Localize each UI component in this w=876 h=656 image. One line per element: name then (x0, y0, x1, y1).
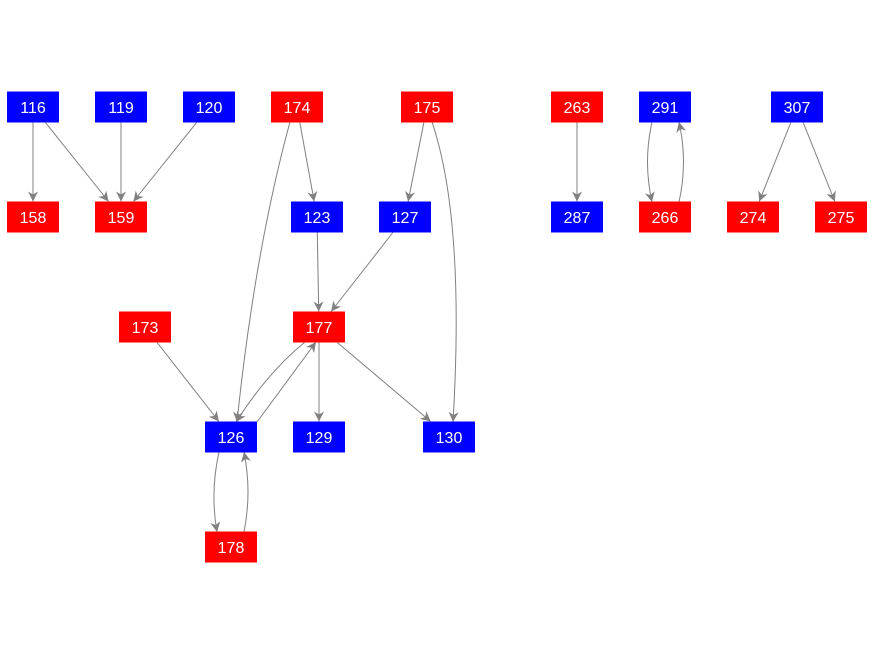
node-label: 174 (284, 100, 311, 117)
node-label: 130 (436, 430, 463, 447)
node-box (639, 91, 691, 123)
edge-175-127 (405, 122, 425, 202)
edge-307-274 (758, 122, 792, 202)
edge-178-126 (241, 451, 251, 533)
node-label: 173 (132, 320, 159, 337)
edge-307-275 (802, 122, 836, 202)
node-label: 159 (108, 210, 135, 227)
edge-175-130 (431, 121, 459, 423)
node-label: 307 (784, 100, 811, 117)
node-box (771, 91, 823, 123)
node-label: 291 (652, 100, 679, 117)
node-label: 119 (108, 100, 134, 117)
node-box (727, 201, 779, 233)
node-box (95, 201, 147, 233)
node-123[interactable]: 123 (291, 201, 343, 233)
node-box (7, 201, 59, 233)
node-label: 126 (218, 430, 245, 447)
node-266[interactable]: 266 (639, 201, 691, 233)
node-label: 266 (652, 210, 679, 227)
node-177[interactable]: 177 (293, 311, 345, 343)
edge-126-177 (256, 341, 317, 423)
node-275[interactable]: 275 (815, 201, 867, 233)
edge-266-291 (676, 121, 687, 203)
node-box (379, 201, 431, 233)
node-label: 123 (304, 210, 331, 227)
node-label: 287 (564, 210, 591, 227)
node-box (183, 91, 235, 123)
node-120[interactable]: 120 (183, 91, 235, 123)
edge-174-126 (233, 121, 291, 423)
node-box (401, 91, 453, 123)
node-label: 116 (20, 100, 46, 117)
node-129[interactable]: 129 (293, 421, 345, 453)
edge-123-177 (313, 232, 324, 312)
node-box (423, 421, 475, 453)
node-label: 275 (828, 210, 855, 227)
node-box (95, 91, 147, 123)
node-178[interactable]: 178 (205, 531, 257, 563)
node-label: 127 (392, 210, 419, 227)
node-119[interactable]: 119 (95, 91, 147, 123)
edge-177-130 (336, 342, 432, 422)
node-box (7, 91, 59, 123)
edge-291-266 (644, 121, 655, 203)
node-label: 129 (306, 430, 333, 447)
node-box (639, 201, 691, 233)
node-box (205, 421, 257, 453)
node-box (205, 531, 257, 563)
node-174[interactable]: 174 (271, 91, 323, 123)
edge-116-159 (45, 122, 109, 202)
edge-120-159 (133, 122, 197, 202)
edge-173-126 (156, 342, 220, 422)
edge-174-123 (299, 122, 318, 202)
edges-layer (28, 121, 836, 533)
node-159[interactable]: 159 (95, 201, 147, 233)
node-box (551, 201, 603, 233)
node-box (271, 91, 323, 123)
edge-127-177 (330, 232, 394, 312)
node-274[interactable]: 274 (727, 201, 779, 233)
node-158[interactable]: 158 (7, 201, 59, 233)
node-175[interactable]: 175 (401, 91, 453, 123)
node-126[interactable]: 126 (205, 421, 257, 453)
node-label: 178 (218, 540, 245, 557)
node-label: 274 (740, 210, 767, 227)
node-287[interactable]: 287 (551, 201, 603, 233)
node-307[interactable]: 307 (771, 91, 823, 123)
node-label: 158 (20, 210, 47, 227)
node-box (293, 421, 345, 453)
edge-126-178 (210, 451, 221, 533)
node-130[interactable]: 130 (423, 421, 475, 453)
node-label: 177 (306, 320, 333, 337)
edge-177-126 (235, 341, 306, 423)
node-173[interactable]: 173 (119, 311, 171, 343)
node-box (119, 311, 171, 343)
node-label: 120 (196, 100, 223, 117)
node-label: 175 (414, 100, 441, 117)
nodes-layer: 116 119 120 174 175 263 291 307 158 159 123 127 287 2… (7, 91, 867, 563)
node-box (291, 201, 343, 233)
node-label: 263 (564, 100, 591, 117)
node-box (551, 91, 603, 123)
node-box (815, 201, 867, 233)
node-116[interactable]: 116 (7, 91, 59, 123)
node-291[interactable]: 291 (639, 91, 691, 123)
node-box (293, 311, 345, 343)
node-263[interactable]: 263 (551, 91, 603, 123)
node-127[interactable]: 127 (379, 201, 431, 233)
